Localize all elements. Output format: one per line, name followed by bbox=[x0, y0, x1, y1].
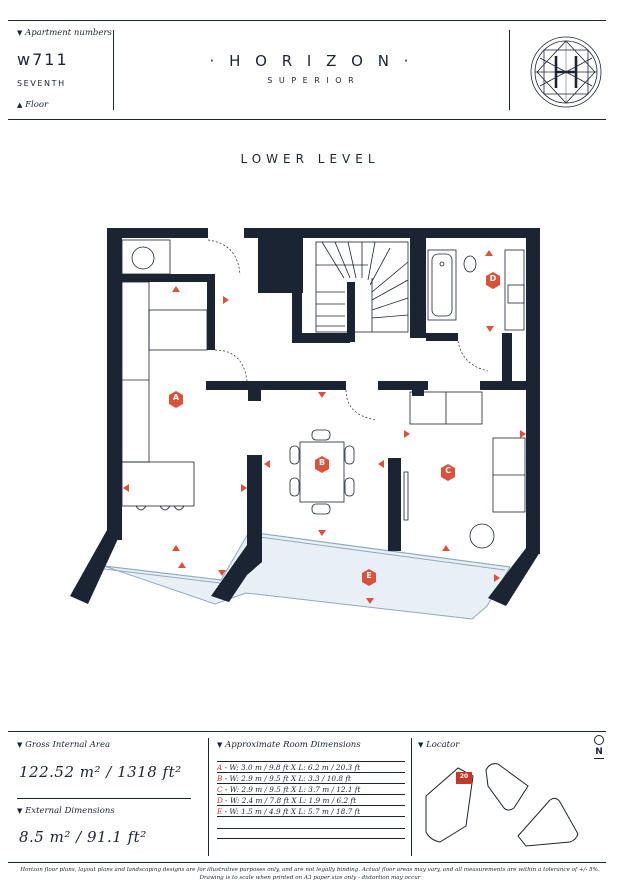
locator-building-2 bbox=[485, 763, 529, 811]
locator-map bbox=[425, 763, 579, 847]
horizon-logo-icon bbox=[530, 36, 602, 108]
room-markers bbox=[169, 272, 500, 586]
locator-building-number: 20 bbox=[459, 773, 469, 780]
header-bottom-rule bbox=[8, 119, 606, 120]
info-divider-1 bbox=[208, 738, 209, 856]
room-marker-e bbox=[362, 569, 376, 586]
dimension-row-a: A - W: 3.0 m / 9.8 ft X L: 6.2 m / 20.3 … bbox=[217, 763, 405, 773]
disclaimer-line-2: Drawing is to scale when printed on A3 p… bbox=[199, 875, 421, 881]
north-indicator: N bbox=[592, 735, 606, 759]
apartment-label-row: ▼ Apartment numbers bbox=[17, 28, 112, 38]
triangle-up-icon: ▲ bbox=[17, 101, 23, 109]
apartment-number: w711 bbox=[17, 50, 69, 69]
triangle-down-icon: ▼ bbox=[217, 741, 223, 749]
triangle-down-icon: ▼ bbox=[17, 741, 23, 749]
external-label: External Dimensions bbox=[25, 806, 115, 816]
locator-building-3 bbox=[517, 797, 579, 847]
locator-building-1 bbox=[425, 767, 474, 843]
room-marker-a bbox=[169, 391, 183, 408]
dimension-row-c: C - W: 2.9 m / 9.5 ft X L: 3.7 m / 12.1 … bbox=[217, 785, 405, 795]
triangle-down-icon: ▼ bbox=[17, 29, 23, 37]
dimensions-rule-blank-1 bbox=[217, 828, 405, 829]
room-label-b: B bbox=[318, 458, 326, 467]
triangle-down-icon: ▼ bbox=[418, 741, 424, 749]
north-letter: N bbox=[595, 747, 603, 757]
info-divider-2 bbox=[411, 738, 412, 856]
north-arrow-icon bbox=[594, 735, 604, 745]
dimension-row-b: B - W: 2.9 m / 9.5 ft X L: 3.3 / 10.8 ft bbox=[217, 774, 405, 784]
locator-label-row: ▼ Locator bbox=[418, 740, 459, 750]
external-label-row: ▼ External Dimensions bbox=[17, 806, 115, 816]
external-value: 8.5 m² / 91.1 ft² bbox=[19, 828, 147, 846]
balcony-outline bbox=[103, 531, 511, 620]
brand-name: · H O R I Z O N · bbox=[209, 52, 414, 70]
north-underline bbox=[594, 758, 604, 759]
disclaimer-line-1: Horizon floor plans, layout plans and la… bbox=[20, 867, 600, 873]
floor-label: Floor bbox=[25, 100, 49, 110]
room-label-e: E bbox=[366, 571, 372, 580]
brand-subtitle: S U P E R I O R bbox=[267, 76, 356, 85]
locator-highlight bbox=[456, 772, 472, 784]
info-top-rule bbox=[8, 731, 606, 732]
room-label-c: C bbox=[445, 466, 451, 475]
dimensions-rule-blank-2 bbox=[217, 838, 405, 839]
floor-value: SEVENTH bbox=[17, 79, 66, 88]
dimensions-label-row: ▼ Approximate Room Dimensions bbox=[217, 740, 361, 750]
room-marker-b bbox=[315, 456, 329, 473]
dimensions-rule-top bbox=[217, 761, 405, 762]
floor-plan bbox=[70, 228, 540, 620]
room-label-a: A bbox=[172, 393, 180, 402]
info-bottom-rule bbox=[8, 862, 606, 863]
gross-area-value: 122.52 m² / 1318 ft² bbox=[19, 763, 182, 781]
gross-area-label: Gross Internal Area bbox=[25, 740, 111, 750]
header-divider-left bbox=[113, 30, 114, 110]
header-top-rule bbox=[8, 20, 606, 21]
room-marker-c bbox=[441, 464, 455, 481]
header-divider-right bbox=[509, 30, 510, 110]
locator-label: Locator bbox=[426, 740, 460, 750]
triangle-down-icon: ▼ bbox=[17, 807, 23, 815]
room-label-d: D bbox=[489, 274, 497, 283]
dimensions-label: Approximate Room Dimensions bbox=[225, 740, 361, 750]
floor-label-row: ▲ Floor bbox=[17, 100, 48, 110]
dimension-row-e: E - W: 1.5 m / 4.9 ft X L: 5.7 m / 18.7 … bbox=[217, 807, 405, 817]
dimension-row-d: D - W: 2.4 m / 7.8 ft X L: 1.9 m / 6.2 f… bbox=[217, 796, 405, 806]
level-title: LOWER LEVEL bbox=[240, 152, 380, 166]
room-marker-d bbox=[486, 272, 500, 289]
gross-area-label-row: ▼ Gross Internal Area bbox=[17, 740, 110, 750]
gross-area-rule bbox=[17, 798, 191, 799]
apartment-label: Apartment numbers bbox=[25, 28, 112, 38]
